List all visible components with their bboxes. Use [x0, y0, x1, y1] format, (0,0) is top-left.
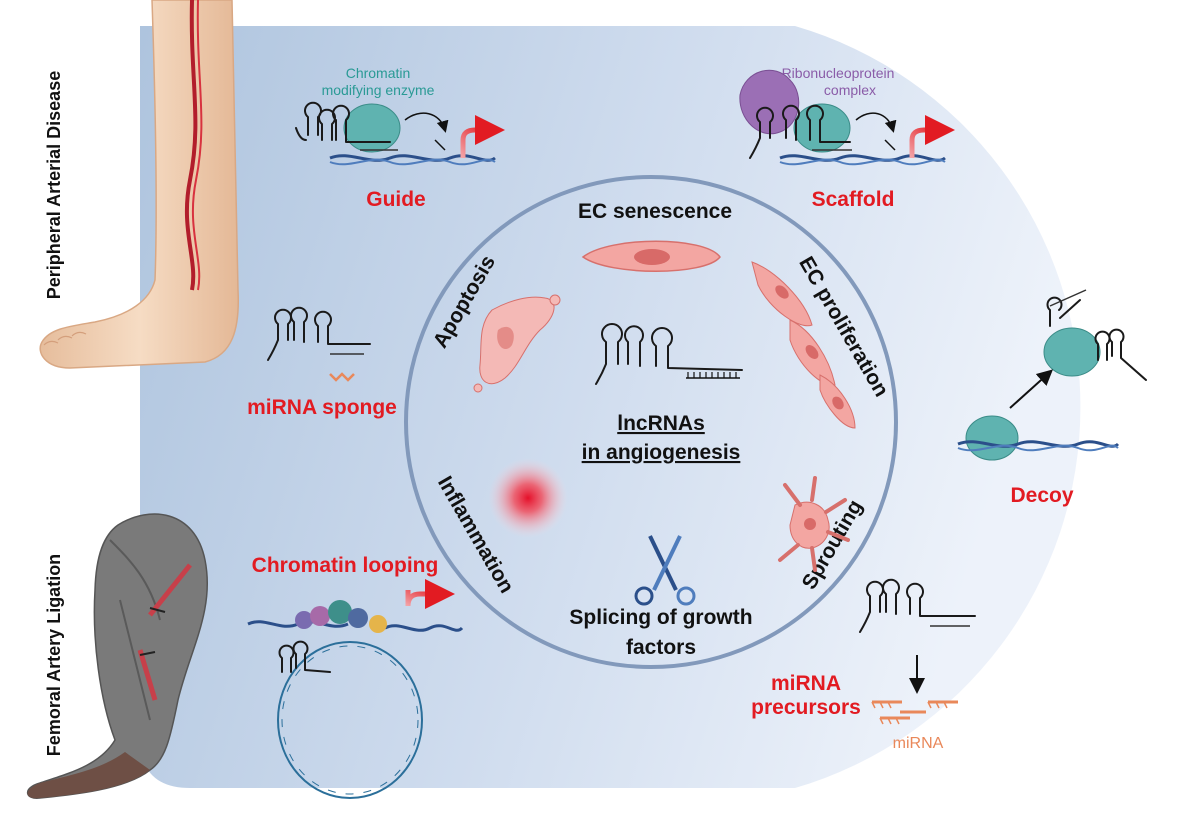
apoptotic-cell-icon [473, 294, 561, 393]
rnp-complex-label: Ribonucleoprotein [782, 65, 895, 81]
rodent-leg-illustration [26, 513, 209, 799]
splicing-label-line1: Splicing of growth [569, 606, 752, 629]
scaffold-mechanism-illustration: Ribonucleoprotein complex [739, 65, 955, 166]
central-ring [404, 175, 898, 669]
decoy-illustration [957, 289, 1147, 461]
chromatin-looping-label: Chromatin looping [252, 554, 439, 577]
mirna-sponge-illustration [267, 306, 371, 382]
peripheral-arterial-disease-label: Peripheral Arterial Disease [44, 71, 64, 299]
ec-senescence-label: EC senescence [578, 200, 732, 223]
scissors-icon [634, 535, 696, 606]
leg-illustration [39, 0, 240, 369]
scaffold-label: Scaffold [812, 188, 895, 211]
center-title-line1: lncRNAs [617, 412, 705, 435]
mirna-sponge-label: miRNA sponge [247, 396, 397, 419]
mirna-precursors-label-2: precursors [751, 696, 861, 719]
chromatin-enzyme-label-2: modifying enzyme [322, 82, 435, 98]
svg-text:Peripheral Arterial Disease: Peripheral Arterial Disease [44, 71, 64, 299]
splicing-label-line2: factors [626, 636, 696, 659]
guide-label: Guide [366, 188, 426, 211]
decoy-label: Decoy [1010, 484, 1073, 507]
chromatin-enzyme-label: Chromatin [346, 65, 411, 81]
svg-text:Femoral Artery Ligation: Femoral Artery Ligation [44, 554, 64, 756]
inflammation-glow-icon [488, 458, 568, 538]
center-lncrna-icon [595, 323, 743, 385]
mirna-label: miRNA [893, 735, 944, 752]
center-title-line2: in angiogenesis [582, 441, 741, 464]
guide-mechanism-illustration: Chromatin modifying enzyme [295, 65, 505, 166]
sprouting-cell-icon [778, 476, 850, 572]
rnp-complex-label-2: complex [824, 82, 876, 98]
chromatin-looping-illustration [247, 579, 464, 799]
mirna-precursors-illustration: miRNA [859, 578, 976, 752]
femoral-artery-ligation-label: Femoral Artery Ligation [44, 554, 64, 756]
proliferating-cells-icon [751, 261, 856, 429]
mirna-precursors-label: miRNA [771, 672, 841, 695]
background-panel [140, 26, 1081, 788]
